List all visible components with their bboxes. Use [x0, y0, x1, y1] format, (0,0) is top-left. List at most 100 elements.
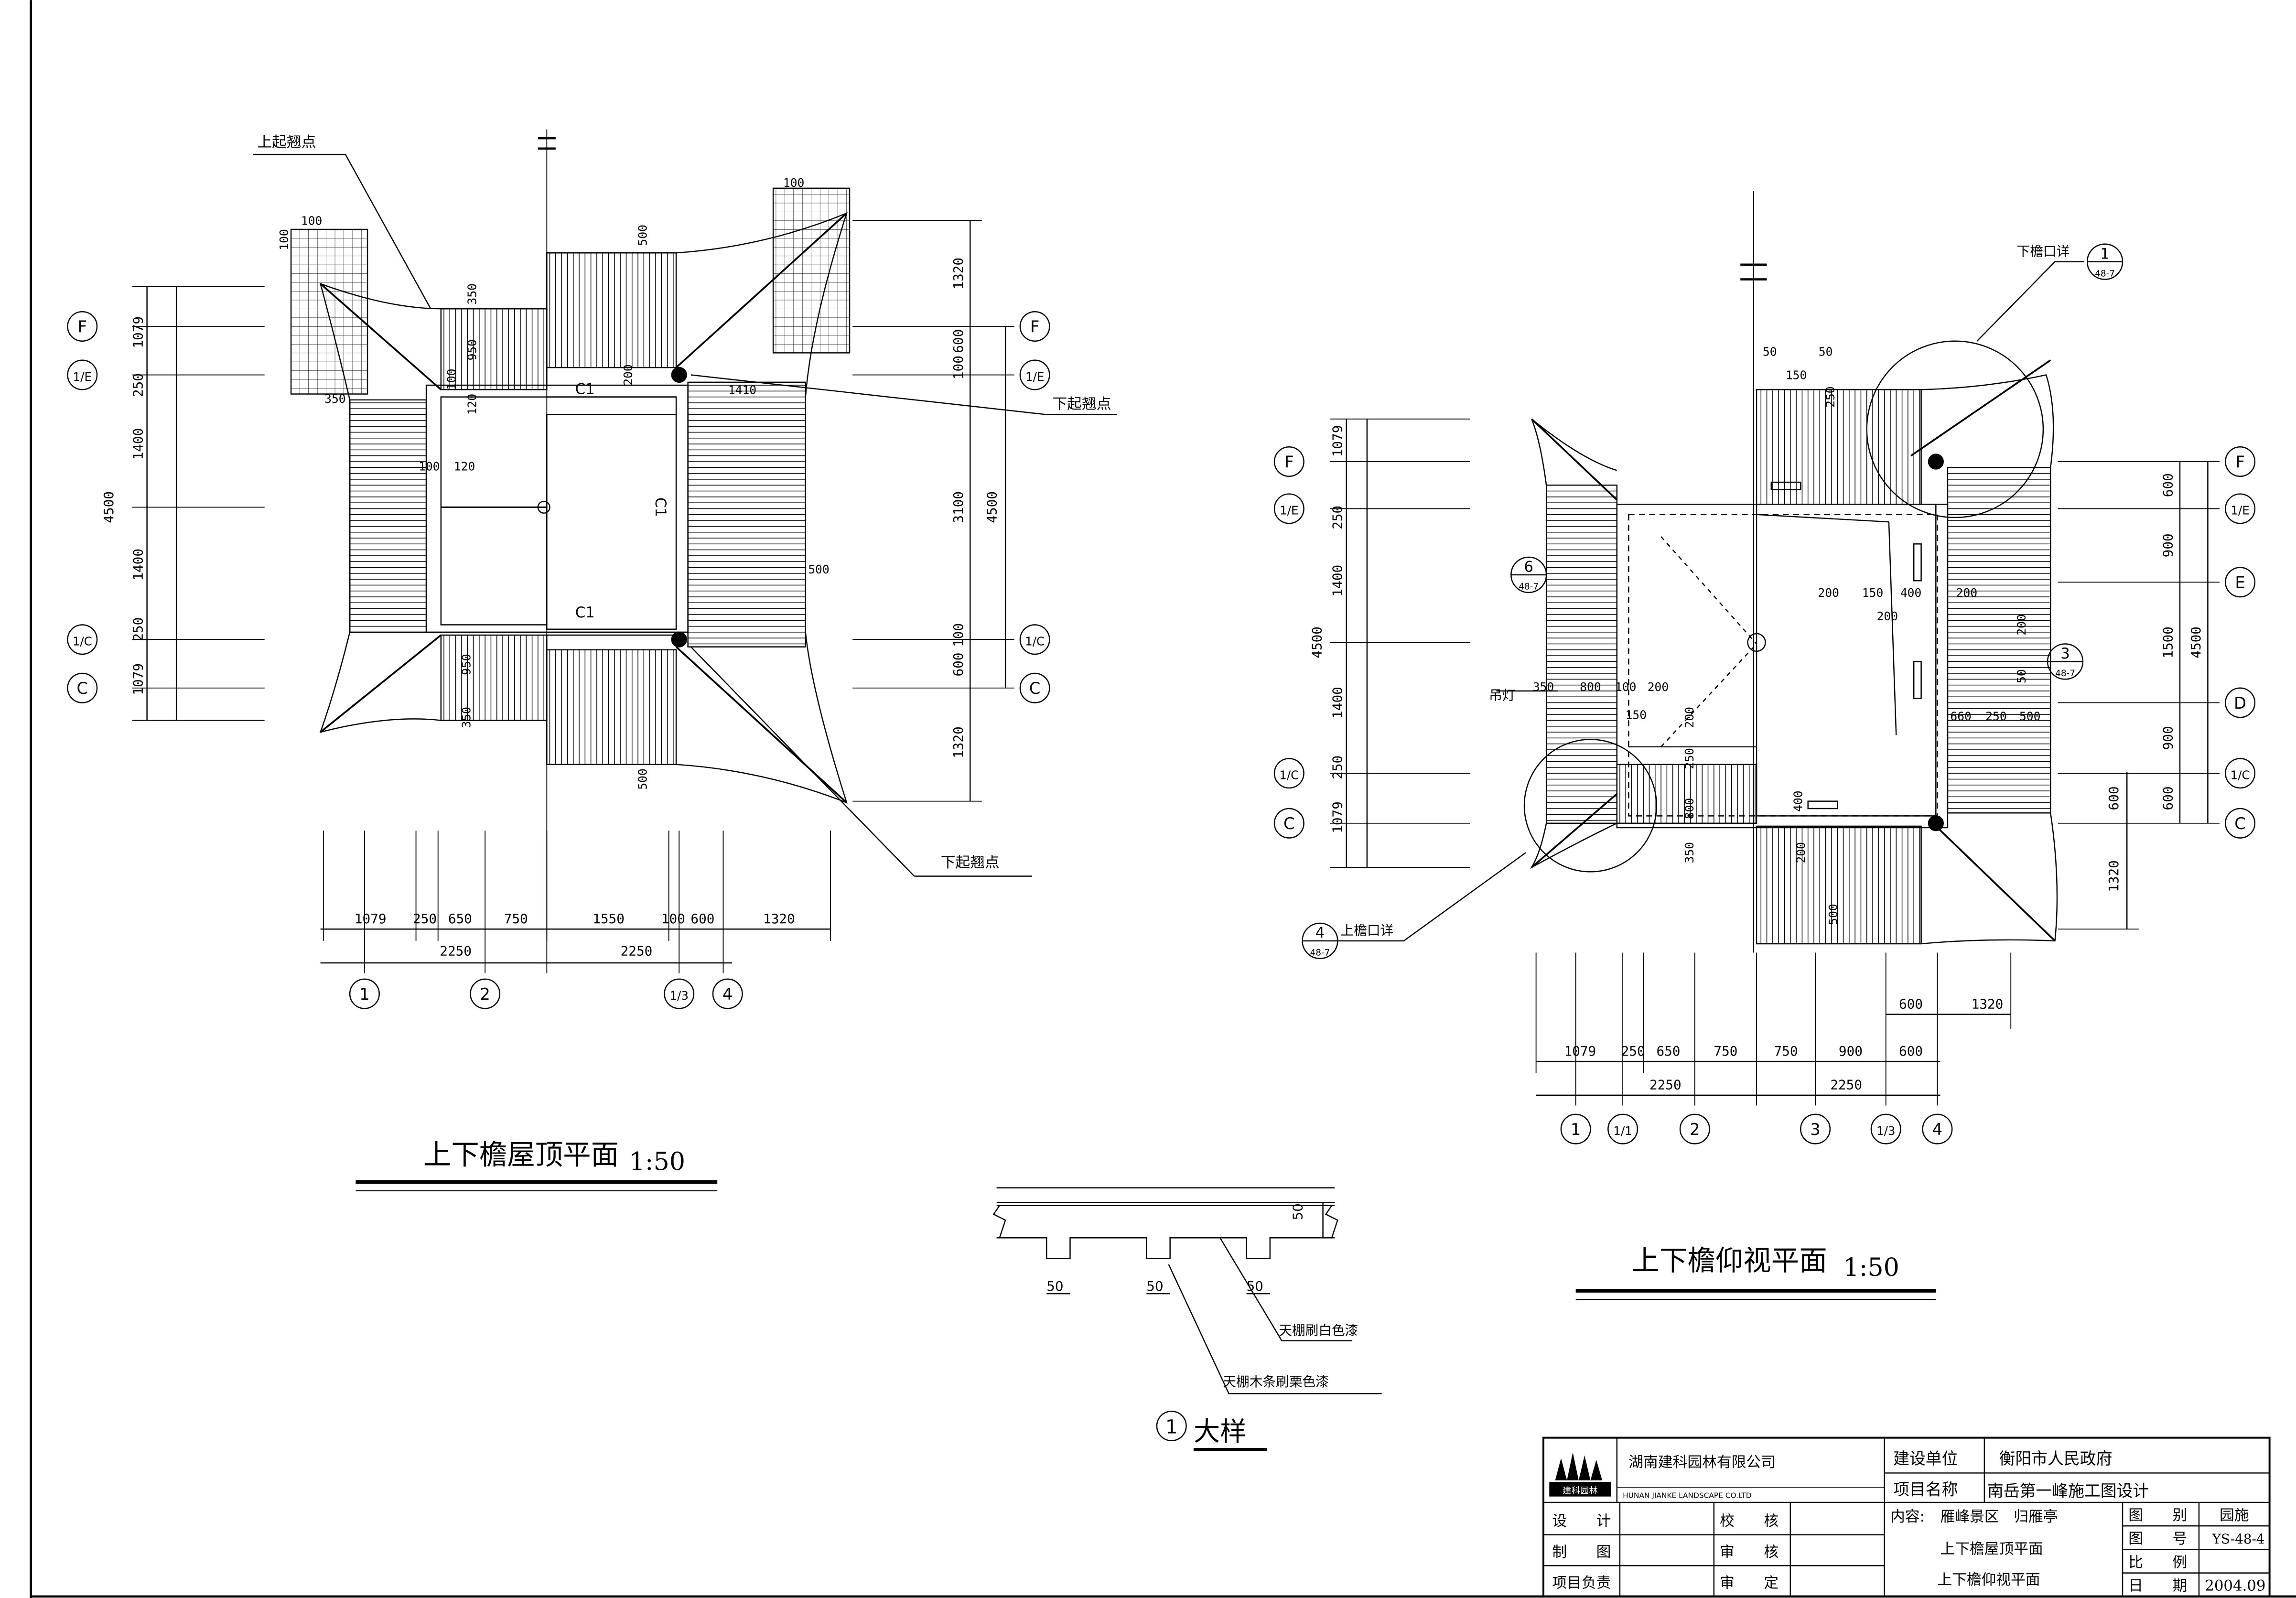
soffit-callout-lamp: 吊灯: [1489, 687, 1515, 703]
roof-axis-right-F: F: [1030, 317, 1039, 336]
soffit-right-hatch: [1947, 467, 2051, 814]
content-line-2: 上下檐屋顶平面: [1940, 1541, 2043, 1558]
soffit-bottom-hatch: [1756, 825, 1922, 945]
dim: 200: [1648, 680, 1669, 694]
dim: 250: [1823, 386, 1837, 407]
dim: 120: [465, 394, 479, 415]
soffit-plan-scale: 1:50: [1843, 1253, 1899, 1282]
soffit-axis-right-1E: 1/E: [2231, 504, 2249, 518]
detail-ref-sheet: 48-7: [1310, 948, 1330, 958]
dim: 950: [459, 654, 473, 675]
soffit-axis-left-1E: 1/E: [1280, 504, 1298, 518]
detail-title: 大样: [1194, 1417, 1247, 1447]
dim: 50: [1763, 345, 1777, 359]
roof-outer-left-bottom: [319, 632, 547, 733]
dim: 1400: [1330, 565, 1346, 597]
dim: 1079: [130, 316, 146, 348]
dim: 1320: [1972, 996, 2004, 1012]
roof-tip-grid: [290, 228, 368, 395]
dim: 4500: [101, 491, 117, 523]
dim: 2250: [621, 943, 653, 959]
dim: 100: [445, 369, 459, 390]
dim: 400: [1900, 586, 1921, 600]
dim: 1079: [1330, 801, 1346, 833]
dim: 250: [413, 911, 437, 927]
detail-circle: [1866, 340, 2044, 518]
soffit-axis-left-F: F: [1284, 453, 1294, 471]
roof-axis-bottom-4: 4: [722, 985, 733, 1004]
company-name-en: HUNAN JIANKE LANDSCAPE CO.LTD: [1623, 1491, 1751, 1500]
ceiling-detail: [992, 1187, 1382, 1451]
dim: 1400: [130, 428, 146, 460]
dim: 900: [2160, 533, 2176, 557]
content-label: 内容:: [1890, 1508, 1925, 1525]
dim: 200: [621, 364, 635, 385]
dim: 650: [1656, 1043, 1680, 1059]
dim: 1410: [728, 383, 756, 397]
roof-plan-scale: 1:50: [629, 1147, 685, 1177]
role-check: 校 核: [1720, 1512, 1779, 1530]
soffit-axis-bottom-2: 2: [1690, 1120, 1700, 1139]
dim: 200: [1794, 842, 1808, 863]
detail-note-wood: 天棚木条刷栗色漆: [1223, 1374, 1328, 1390]
column: [1928, 815, 1944, 831]
soffit-callout-upper-eave: 上檐口详: [1341, 923, 1394, 939]
detail-circle: [1523, 739, 1658, 873]
soffit-axis-right-E: E: [2235, 573, 2245, 592]
meta-label-category: 图 别: [2128, 1507, 2187, 1524]
detail-ref-num: 4: [1315, 925, 1325, 942]
soffit-callout-lower-eave: 下檐口详: [2017, 243, 2070, 259]
dim: 350: [465, 283, 479, 304]
dim: 120: [454, 459, 475, 473]
dim: 900: [2160, 726, 2176, 750]
soffit-axis-bottom-4: 4: [1932, 1120, 1943, 1139]
dim: 600: [1899, 996, 1923, 1012]
dim: 900: [1839, 1043, 1863, 1059]
dim: 100: [277, 229, 291, 250]
dim: 500: [636, 225, 650, 246]
dim: 1400: [130, 549, 146, 581]
dim: 4500: [2188, 626, 2204, 659]
soffit-left-hatch: [1545, 485, 1618, 824]
dim: 2250: [440, 943, 472, 959]
detail-dim: 50: [1046, 1278, 1063, 1294]
meta-value-number: YS-48-4: [2212, 1531, 2265, 1547]
content-line-3: 上下檐仰视平面: [1937, 1571, 2040, 1588]
column: [671, 367, 687, 383]
dim: 660: [1950, 709, 1971, 723]
dim: 150: [1786, 368, 1807, 382]
dim: 250: [1330, 506, 1346, 529]
dim: 100: [950, 623, 966, 647]
roof-callout-lower-tip-b: 下起翘点: [941, 854, 1000, 871]
dim: 4500: [984, 491, 1000, 523]
dim: 600: [950, 653, 966, 677]
soffit-lower-left-hatch: [1616, 764, 1757, 824]
role-review: 审 核: [1720, 1544, 1779, 1561]
dim: 150: [1626, 708, 1647, 722]
detail-note-white: 天棚刷白色漆: [1279, 1322, 1358, 1338]
dim: 500: [808, 562, 829, 576]
soffit-top-hatch: [1756, 389, 1922, 505]
dim: 100: [950, 356, 966, 379]
dim: 1550: [593, 911, 625, 927]
meta-label-number: 图 号: [2128, 1530, 2187, 1547]
dim: 200: [1956, 586, 1977, 600]
roof-axis-right-C: C: [1029, 679, 1041, 698]
soffit-axis-bottom-11: 1/1: [1613, 1124, 1632, 1138]
project-label: 项目名称: [1893, 1480, 1958, 1499]
dim: 250: [1621, 1043, 1645, 1059]
detail-ref-num: 1: [2100, 246, 2110, 263]
content-value: 雁峰景区 归雁亭: [1940, 1508, 2058, 1525]
roof-axis-bubbles: [67, 311, 1050, 1009]
role-drafting: 制 图: [1552, 1544, 1611, 1561]
roof-bottom-right-hatch: [546, 649, 677, 765]
dim: 2250: [1830, 1077, 1862, 1093]
dim: 100: [301, 214, 322, 228]
roof-label-c1: C1: [575, 381, 595, 398]
soffit-axis-bubbles: [1273, 243, 2256, 1145]
soffit-axis-bottom-3: 3: [1810, 1120, 1821, 1139]
soffit-axis-right-C: C: [2234, 814, 2246, 833]
detail-ref-sheet: 48-7: [2055, 669, 2075, 679]
meta-value-date: 2004.09: [2205, 1577, 2265, 1595]
roof-axis-left-C: C: [76, 679, 88, 698]
